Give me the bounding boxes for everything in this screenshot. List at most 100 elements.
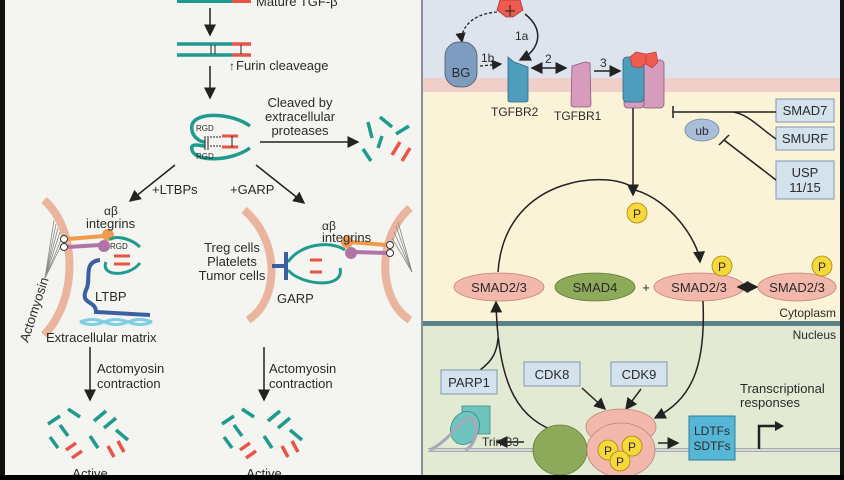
- sdtfs-label: SDTFs: [693, 439, 730, 453]
- transcription-start-icon: [757, 424, 776, 449]
- arrow: [625, 388, 642, 411]
- garp-complex: αβ integrins Treg cells Platelets Tumor …: [199, 205, 413, 324]
- smurf-label: SMURF: [782, 131, 828, 146]
- usp-label: USP: [792, 165, 819, 180]
- contraction-label: contraction: [97, 376, 161, 391]
- integrins-label: αβ: [322, 219, 336, 233]
- smad23-unphosphorylated: SMAD2/3: [453, 272, 545, 302]
- rgd-label: RGD: [110, 242, 128, 251]
- smad4-label: SMAD4: [573, 280, 618, 295]
- active-label: Active: [246, 466, 281, 475]
- phospho-label: P: [633, 207, 641, 221]
- latent-dimer: ↑ Furin cleaveage: [177, 42, 329, 73]
- smad4: SMAD4: [554, 272, 636, 302]
- smad7-label: SMAD7: [783, 103, 828, 118]
- cdk9-box: CDK9: [610, 361, 668, 387]
- smad23-label: SMAD2/3: [671, 280, 727, 295]
- nuclear-import-arrow: [653, 300, 705, 419]
- active-tgfb-fragments: [47, 407, 304, 460]
- inhibitor-usp: USP 11/15: [775, 160, 835, 200]
- integrins-label: αβ: [104, 204, 118, 218]
- right-panel: 1a BG 1b TGFBR2 2 TGFBR1 3 SMAD7: [421, 0, 844, 478]
- plus-sign: +: [642, 280, 650, 295]
- dashed-arrow: [455, 11, 498, 44]
- mature-tgfb: Mature TGF-β: [177, 0, 338, 9]
- usp-label: 11/15: [789, 180, 821, 195]
- inhibition-line: [718, 134, 777, 181]
- contraction-label: Actomyosin: [269, 361, 336, 376]
- ltbp-label: LTBP: [95, 289, 127, 304]
- step-label-1a: 1a: [515, 29, 529, 43]
- nucleosome: [429, 405, 491, 452]
- garp-label: GARP: [277, 291, 314, 306]
- inhibitor-smad7: SMAD7: [775, 98, 835, 123]
- transcription-label: responses: [740, 395, 800, 410]
- step-label-2: 2: [545, 52, 552, 66]
- cdk8-label: CDK8: [535, 367, 570, 382]
- garp-arrow-label: +GARP: [230, 182, 274, 197]
- contraction-label: Actomyosin: [97, 361, 164, 376]
- trim33-label: Trim33: [482, 435, 519, 449]
- arrow: [128, 164, 176, 202]
- transcription-complex: P P P: [532, 408, 657, 478]
- phospho-label: P: [718, 260, 726, 274]
- smad23-label: SMAD2/3: [769, 280, 825, 295]
- integrins-label: integrins: [86, 216, 136, 231]
- ubiquitin: ub: [684, 118, 720, 142]
- tgfbr2-receptor: [507, 56, 529, 103]
- smad23-phosphorylated: SMAD2/3 P: [653, 255, 745, 302]
- inhibition-line: [672, 106, 776, 118]
- furin-label: Furin cleaveage: [236, 58, 329, 73]
- arrow: [518, 13, 539, 61]
- tgfbr1-receptor: [570, 61, 592, 108]
- cleaved-label: Cleaved by: [267, 95, 333, 110]
- parp1-line: [479, 337, 499, 371]
- betaglycan: BG: [444, 41, 478, 88]
- step-label-3: 3: [600, 56, 607, 70]
- mature-tgfb-label: Mature TGF-β: [256, 0, 338, 9]
- tf-box: LDTFs SDTFs: [688, 415, 736, 461]
- cdk8-box: CDK8: [523, 361, 581, 387]
- small-latent-complex: RGD RGD: [190, 113, 252, 161]
- cleaved-label: extracellular: [265, 109, 336, 124]
- tgfbr2-label: TGFBR2: [491, 105, 539, 119]
- step-label-1b: 1b: [481, 51, 495, 65]
- arrow: [255, 164, 306, 204]
- dashed-arrow: [479, 59, 503, 71]
- active-label: Active: [72, 466, 107, 475]
- ldtfs-label: LDTFs: [694, 424, 730, 438]
- left-panel: Mature TGF-β ↑ Furin cleaveage RGD RGD: [0, 0, 422, 480]
- parp1-box: PARP1: [440, 369, 498, 395]
- phospho-label: P: [616, 455, 624, 469]
- cell-type-label: Tumor cells: [199, 268, 266, 283]
- rgd-label: RGD: [196, 152, 214, 161]
- smad23-label: SMAD2/3: [471, 280, 527, 295]
- parp1-label: PARP1: [448, 375, 490, 390]
- phospho-label: P: [818, 260, 826, 274]
- phospho-label: P: [628, 440, 636, 454]
- contraction-label: contraction: [269, 376, 333, 391]
- rgd-label: RGD: [196, 124, 214, 133]
- cell-type-label: Treg cells: [204, 240, 260, 255]
- ltbp-complex: RGD αβ integrins LTBP Actomyosin Extrace…: [17, 197, 157, 345]
- receptor-complex: [622, 51, 665, 109]
- cleaved-fragments: [361, 115, 412, 162]
- transcription-label: Transcriptional: [740, 381, 825, 396]
- arrow: [581, 387, 607, 411]
- tgfbr1-label: TGFBR1: [554, 109, 602, 123]
- smad23-trimer: SMAD2/3 P: [757, 255, 837, 302]
- inhibition-line: [732, 111, 777, 140]
- integrins-label: integrins: [322, 230, 372, 245]
- tgfb-ligand: [496, 0, 524, 18]
- phospho-p: P: [626, 202, 648, 224]
- phospho-label: P: [604, 444, 612, 458]
- cell-type-label: Platelets: [207, 254, 257, 269]
- ecm-label: Extracellular matrix: [46, 330, 157, 345]
- cytoplasm-label: Cytoplasm: [779, 306, 836, 320]
- inhibitor-smurf: SMURF: [775, 126, 835, 151]
- ltbps-label: +LTBPs: [152, 182, 198, 197]
- bg-label: BG: [452, 65, 471, 80]
- nuclear-envelope: [422, 321, 840, 326]
- cycle-arrow: [497, 178, 706, 273]
- furin-arrow-icon: ↑: [229, 59, 235, 73]
